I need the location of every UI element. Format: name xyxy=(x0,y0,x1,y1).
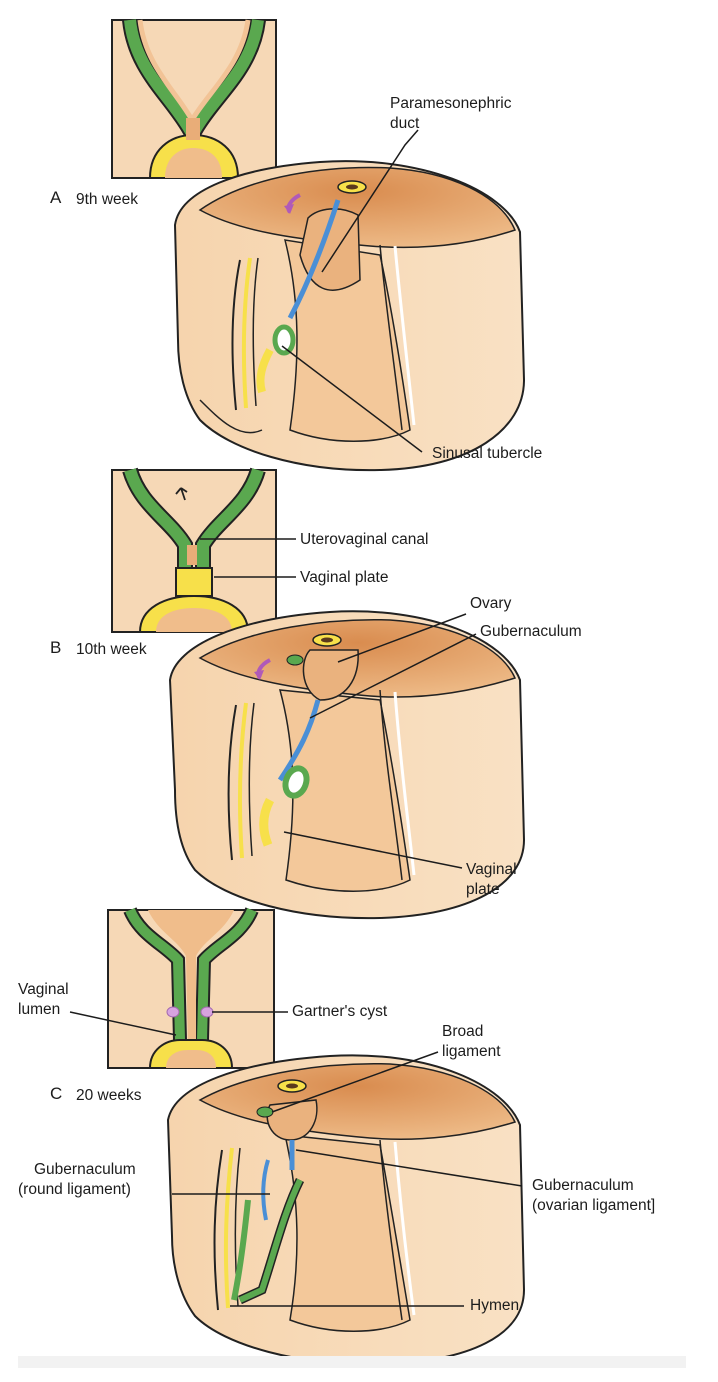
stage-label-c: 20 weeks xyxy=(76,1087,142,1104)
inset-c xyxy=(107,906,275,1069)
label-paramesonephric-line2: duct xyxy=(390,115,420,132)
leader-broad-ligament xyxy=(271,1051,439,1113)
label-gubernaculum-round-line2: (round ligament) xyxy=(18,1181,131,1198)
label-gubernaculum: Gubernaculum xyxy=(480,623,582,640)
leader-ovary xyxy=(337,613,467,663)
stage-label-a: 9th week xyxy=(76,191,139,208)
inset-b xyxy=(111,467,277,633)
panel-c xyxy=(69,906,526,1366)
label-ovary: Ovary xyxy=(470,595,512,612)
label-vaginal-plate-inset: Vaginal plate xyxy=(300,569,389,586)
label-vaginal-plate-line2: plate xyxy=(466,881,500,898)
label-vaginal-lumen-line1: Vaginal xyxy=(18,981,69,998)
leader-sinusal-tubercle xyxy=(281,345,423,453)
label-sinusal-tubercle: Sinusal tubercle xyxy=(432,445,543,462)
stage-letter-c: C xyxy=(50,1084,63,1103)
block-a xyxy=(173,160,526,472)
label-gartners-cyst: Gartner's cyst xyxy=(292,1003,388,1020)
leader-gubernaculum xyxy=(309,633,477,719)
label-broad-ligament-line1: Broad xyxy=(442,1023,484,1040)
panel-b xyxy=(111,467,526,920)
label-vaginal-lumen-line2: lumen xyxy=(18,1001,61,1018)
stage-letter-b: B xyxy=(50,638,62,657)
label-vaginal-plate-line1: Vaginal xyxy=(466,861,517,878)
stage-letter-a: A xyxy=(50,188,62,207)
label-gubernaculum-ovarian-line2: (ovarian ligament] xyxy=(532,1197,656,1214)
label-broad-ligament-line2: ligament xyxy=(442,1043,501,1060)
label-uterovaginal-canal: Uterovaginal canal xyxy=(300,531,429,548)
leader-paramesonephric xyxy=(321,129,419,273)
block-c xyxy=(166,1054,526,1366)
label-paramesonephric-line1: Paramesonephric xyxy=(390,95,512,112)
panel-a xyxy=(111,18,526,472)
leader-vaginal-lumen xyxy=(69,1011,177,1036)
label-gubernaculum-ovarian-line1: Gubernaculum xyxy=(532,1177,634,1194)
leaders-b xyxy=(200,538,477,869)
stage-label-b: 10th week xyxy=(76,641,147,658)
inset-a xyxy=(111,18,277,179)
label-hymen: Hymen xyxy=(470,1297,520,1314)
bottom-scroll-strip xyxy=(18,1356,686,1368)
block-b xyxy=(168,610,526,920)
leaders-c xyxy=(69,1011,523,1307)
label-gubernaculum-round-line1: Gubernaculum xyxy=(34,1161,136,1178)
leader-gubernaculum-ovarian xyxy=(295,1149,523,1187)
leaders-a xyxy=(281,129,423,453)
leader-vaginal-plate xyxy=(283,831,463,869)
